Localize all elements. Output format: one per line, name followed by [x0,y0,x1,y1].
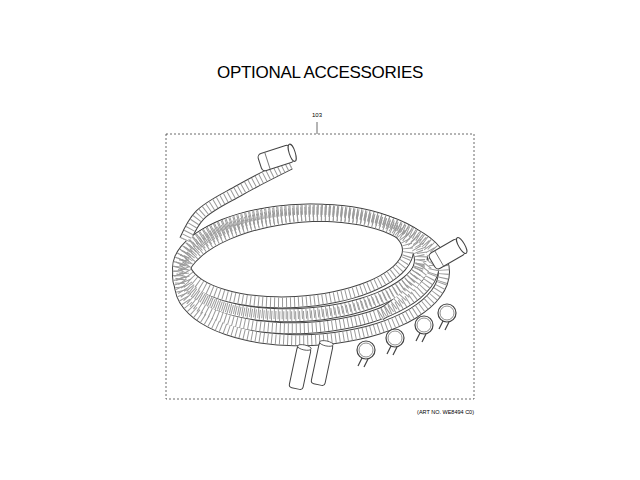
hose-segment [380,262,430,315]
hose-segment [184,216,420,317]
hose-segment [185,164,290,240]
hose-clamps [357,304,456,367]
hose-segment [185,164,290,240]
hose-segment [380,262,430,315]
sleeves [289,340,334,390]
leader-line [317,122,318,134]
hose-coil [178,164,444,340]
hose-end-right [428,236,469,270]
hose-segment [184,210,408,303]
art-number: (ART NO. WE8494 C0) [417,409,474,415]
hose-segment [178,210,422,315]
title: OPTIONAL ACCESSORIES [217,64,423,83]
hose-end-top [257,143,298,172]
callout-number: 103 [312,112,322,119]
hose-segment [180,216,444,341]
dashed-group-box [166,134,474,399]
